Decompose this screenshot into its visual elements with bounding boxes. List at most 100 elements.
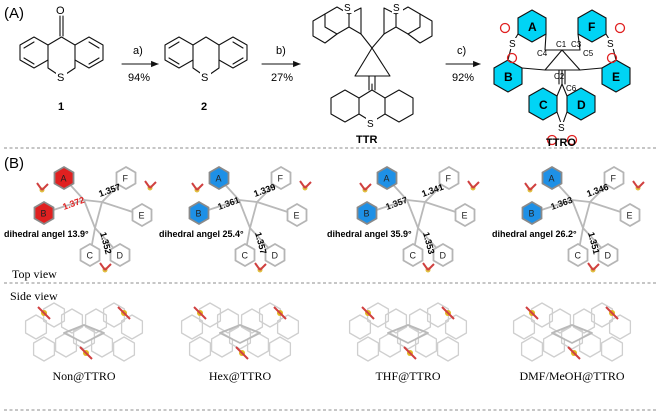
oxygen-bond bbox=[241, 352, 249, 360]
oxygen-bond bbox=[36, 182, 43, 191]
ring-label-e: E bbox=[294, 211, 300, 221]
oxygen-bond bbox=[41, 183, 49, 191]
oxygen-bond bbox=[359, 182, 366, 191]
oxygen-bond bbox=[304, 181, 312, 189]
bond-length-c1c4: 1.363 bbox=[549, 195, 574, 212]
side-ring bbox=[396, 324, 420, 350]
side-view-structure-thf bbox=[348, 302, 468, 362]
bridge-bond-right bbox=[256, 177, 298, 216]
step-c-yield: 92% bbox=[452, 72, 474, 84]
oxygen-bond bbox=[524, 182, 531, 191]
side-ring bbox=[60, 308, 84, 334]
side-ring bbox=[32, 336, 56, 362]
side-ring bbox=[42, 302, 66, 328]
ring-label-b: B bbox=[196, 209, 202, 219]
ring-f bbox=[438, 165, 460, 191]
oxygen-bond bbox=[611, 312, 619, 320]
step-b-reagent: b) bbox=[276, 45, 286, 57]
bond-length-c3c5: 1.357 bbox=[97, 182, 122, 199]
side-ring bbox=[180, 314, 204, 340]
oxygen-bond bbox=[637, 181, 645, 189]
cyclopropene-core bbox=[238, 199, 258, 229]
ring-label-a: A bbox=[384, 174, 390, 184]
oxygen-bond bbox=[191, 182, 198, 191]
oxygen-bond bbox=[605, 306, 613, 314]
step-a-reagent: a) bbox=[133, 45, 143, 57]
side-ring bbox=[216, 308, 240, 334]
ttro-sulfur-left: S bbox=[509, 39, 516, 50]
ring-f bbox=[603, 165, 625, 191]
side-ring bbox=[520, 336, 544, 362]
oxygen-bond bbox=[279, 312, 287, 320]
dihedral-angle-label: dihedral angel 25.4° bbox=[159, 229, 244, 239]
oxygen-bond bbox=[299, 180, 306, 189]
side-ring bbox=[276, 314, 300, 340]
ring-label-c: C bbox=[242, 251, 249, 261]
panel-a-label: (A) bbox=[4, 5, 24, 22]
ring-label-e: E bbox=[627, 211, 633, 221]
ring-e bbox=[619, 202, 641, 228]
ring-label-c: C bbox=[575, 251, 582, 261]
sulfur-atom-2: S bbox=[201, 72, 208, 84]
side-ring bbox=[84, 308, 108, 334]
oxygen-bond bbox=[472, 181, 480, 189]
ttro-carbon-c6: C6 bbox=[566, 84, 577, 93]
bond-length-c1c4: 1.357 bbox=[384, 195, 409, 212]
ttro-sulfur-right: S bbox=[607, 39, 614, 50]
ring-d bbox=[109, 242, 131, 268]
bond-length-c3c5: 1.339 bbox=[252, 182, 277, 199]
structure-name-non: Non@TTRO bbox=[52, 369, 115, 383]
sulfur-atom-1: S bbox=[57, 72, 64, 84]
ring-c bbox=[567, 242, 589, 268]
oxygen-bond bbox=[235, 346, 243, 354]
compound-1-structure: O S bbox=[19, 5, 104, 84]
ring-label-e: E bbox=[462, 211, 468, 221]
oxygen-bond bbox=[149, 181, 157, 189]
compound-ttr-structure: S S S bbox=[312, 2, 433, 130]
ttro-carbon-c4: C4 bbox=[537, 49, 548, 58]
oxygen-bond bbox=[573, 352, 581, 360]
panel-b-label: (B) bbox=[4, 155, 24, 172]
compound-2-label: 2 bbox=[201, 101, 207, 113]
side-view-structure-non bbox=[24, 302, 144, 362]
ring-a bbox=[376, 165, 398, 191]
side-ring bbox=[228, 324, 252, 350]
ring-label-e: E bbox=[139, 211, 145, 221]
ttro-carbon-c1: C1 bbox=[556, 40, 567, 49]
side-view-structure-dmf-meoh bbox=[512, 302, 632, 362]
ttro-sulfur-bottom: S bbox=[558, 123, 565, 134]
side-ring bbox=[72, 324, 96, 350]
oxygen-bond bbox=[123, 312, 131, 320]
oxygen-bond bbox=[525, 306, 533, 314]
side-ring bbox=[530, 302, 554, 328]
ring-d bbox=[432, 242, 454, 268]
oxygen-bond bbox=[403, 346, 411, 354]
oxygen-bond bbox=[117, 306, 125, 314]
bond-length-c1c4: 1.361 bbox=[216, 195, 241, 212]
bond-length-c3c5: 1.341 bbox=[420, 182, 445, 199]
side-ring bbox=[366, 302, 390, 328]
ring-label-b: B bbox=[41, 209, 47, 219]
ring-label-f: F bbox=[123, 174, 129, 184]
side-ring bbox=[240, 308, 264, 334]
side-view-label: Side view bbox=[10, 289, 58, 303]
oxygen-bond bbox=[43, 312, 51, 320]
compound-ttr-label: TTR bbox=[356, 134, 377, 146]
side-ring bbox=[572, 308, 596, 334]
oxygen-bond bbox=[632, 180, 639, 189]
ttro-ring-d: D bbox=[577, 98, 586, 112]
ring-d bbox=[597, 242, 619, 268]
side-ring bbox=[356, 336, 380, 362]
step-c-reagent: c) bbox=[457, 45, 466, 57]
ring-a bbox=[208, 165, 230, 191]
side-ring bbox=[436, 336, 460, 362]
ring-label-b: B bbox=[364, 209, 370, 219]
oxygen-bond bbox=[441, 306, 449, 314]
oxygen-bond bbox=[99, 262, 106, 271]
cyclopropene-core bbox=[83, 199, 103, 229]
ring-b bbox=[521, 200, 543, 226]
side-view-structure-hex bbox=[180, 302, 300, 362]
